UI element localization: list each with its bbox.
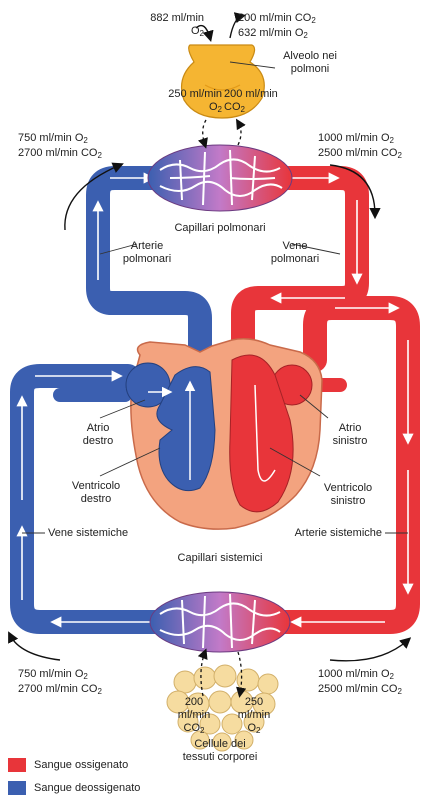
right-ventricle-label: Ventricolo destro [58,480,134,506]
right-atrium-label: Atrio destro [68,422,128,448]
alveolus-label: Alveolo nei polmoni [270,50,350,76]
lung-left-rates-label: 750 ml/min O2 2700 ml/min CO2 [18,132,102,162]
pulmonary-arteries-label: Arterie polmonari [112,240,182,266]
pulmonary-capillary-bed [148,145,292,211]
bottom-left-rates-label: 750 ml/min O2 2700 ml/min CO2 [18,668,102,698]
left-atrium-label: Atrio sinistro [320,422,380,448]
left-ventricle-label: Ventricolo sinistro [310,482,386,508]
systemic-capillary-bed [150,592,290,652]
bottom-right-rates-label: 1000 ml/min O2 2500 ml/min CO2 [318,668,402,698]
alveolus-o2-label: 250 ml/min O2 [140,88,222,116]
lung-right-rates-label: 1000 ml/min O2 2500 ml/min CO2 [318,132,402,162]
alveolus-co2-label: 200 ml/min CO2 [224,88,278,116]
heart [126,339,322,529]
pulmonary-veins-label: Vene polmonari [260,240,330,266]
tissue-cells-label: Cellule dei tessuti corporei [160,738,280,764]
pulmonary-capillaries-label: Capillari polmonari [160,222,280,235]
top-out-co2-label: 200 ml/min CO2 632 ml/min O2 [238,12,316,42]
top-o2-in-label: 882 ml/min O2 [100,12,204,40]
legend-swatch-oxygenated [8,758,26,772]
tissue-co2-label: 200 ml/min CO2 [174,696,214,737]
legend-swatch-deoxygenated [8,781,26,795]
systemic-capillaries-label: Capillari sistemici [150,552,290,565]
tissue-o2-label: 250 ml/min O2 [234,696,274,737]
systemic-arteries-label: Arterie sistemiche [270,527,382,540]
systemic-veins-label: Vene sistemiche [48,527,128,540]
legend-label-deoxygenated: Sangue deossigenato [34,781,140,795]
legend-label-oxygenated: Sangue ossigenato [34,758,128,772]
